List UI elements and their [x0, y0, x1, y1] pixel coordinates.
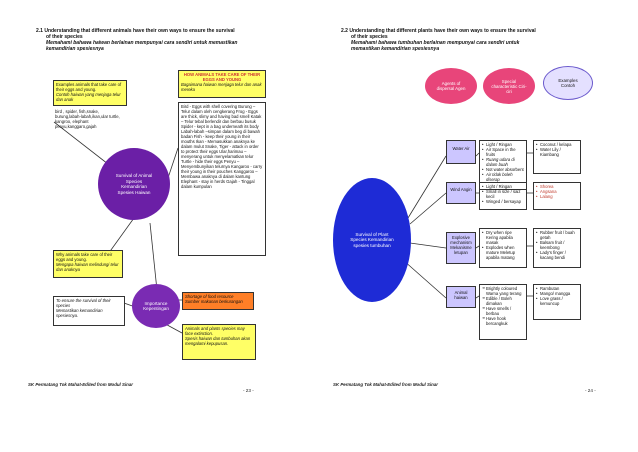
right-footer: SK Permatang Tok Mahat-Edited from Modul… — [333, 382, 438, 387]
ensure-box-text: To ensure the survival of their species — [56, 298, 111, 308]
animal-example-1: Rambutan — [536, 286, 578, 291]
explosive-label-box: Explosive mechanism Mekanisme letupan — [446, 232, 476, 264]
examples-oval: Examples Contoh — [543, 66, 593, 100]
explosive-example-1: Rubber fruit / buah getah — [536, 230, 578, 240]
how-box-title: HOW ANIMALS TAKE CARE OF THEIR EGGS AND … — [183, 72, 261, 82]
water-example-2: Water Lily / Kiambang — [536, 147, 578, 157]
animal-char-3: Have smells / berbau — [482, 306, 524, 316]
importance-label: Importance Kepentingan — [143, 300, 169, 312]
water-char-3: Ruang udara di dalam buah — [482, 157, 524, 167]
right-heading-line3: Memahami bahawa tumbuhan berlainan mempu… — [351, 40, 520, 46]
special-oval: Special characteristic Ciri-ciri — [483, 68, 535, 104]
wind-chars-box: Light / Ringan Small in size / saiz keci… — [479, 182, 527, 210]
right-connector-lines — [402, 152, 533, 299]
survival-animal-label: Survival of Animal Species Kemandirian S… — [115, 173, 153, 195]
animal-char-1: Brightly coloured Warna yang terang — [482, 286, 524, 296]
shortage-box: Shortage of food resource Sumber makanan… — [182, 292, 254, 310]
left-footer: SK Permatang Tok Mahat-Edited from Modul… — [28, 382, 133, 387]
survival-animal-circle: Survival of Animal Species Kemandirian S… — [98, 148, 170, 220]
extinction-box-malay: Spesis haiwan dan tumbuhan akan mengalam… — [185, 336, 251, 346]
water-char-2: Air Space in the fruits — [482, 147, 524, 157]
water-char-4: Not water absorbent — [482, 167, 524, 172]
explosive-chars-box: Dry when ripe Kering apabila masak Explo… — [479, 228, 527, 268]
water-char-1: Light / Ringan — [482, 142, 524, 147]
right-page-number: - 24 - — [585, 388, 596, 393]
water-examples-box: Coconut / kelapa Water Lily / Kiambang — [533, 140, 581, 174]
examples-oval-label: Examples Contoh — [558, 78, 578, 88]
how-list: Bird - Eggs with shell covering Burung –… — [178, 102, 266, 256]
left-heading-line1: 2.1 Understanding that different animals… — [36, 28, 235, 34]
animal-example-2: Mango/ mangga — [536, 291, 578, 296]
right-heading-line4: memastikan kemandirian spesiesnya — [351, 46, 440, 52]
wind-char-1: Light / Ringan — [482, 184, 524, 189]
explosive-char-1: Dry when ripe Kering apabila masak — [482, 230, 524, 245]
extinction-box: Animals and plants species may face exti… — [182, 324, 256, 360]
water-label-box: Water Air — [446, 140, 476, 164]
wind-char-3: Winged / bersayap — [482, 199, 524, 204]
special-oval-label: Special characteristic Ciri-ciri — [491, 78, 527, 94]
left-page: 2.1 Understanding that different animals… — [28, 28, 318, 408]
shortage-box-text: Shortage of food resource — [185, 294, 234, 299]
examples-box-text: Examples animals that take care of their… — [56, 82, 122, 92]
right-page: 2.2 Understanding that different plants … — [333, 28, 623, 408]
left-heading-line2: of their species — [46, 34, 83, 40]
survival-plant-circle: Survival of Plant Species Kemandirian sp… — [333, 178, 411, 302]
animal-chars-box: Brightly coloured Warna yang terang Edib… — [479, 284, 527, 340]
examples-list: bird , spider, fish,snake, burung,labah-… — [55, 109, 120, 129]
importance-circle: Importance Kepentingan — [132, 284, 180, 328]
how-box: HOW ANIMALS TAKE CARE OF THEIR EGGS AND … — [178, 70, 266, 98]
why-box-malay: Mengapa haiwan melindungi telur dan anak… — [56, 262, 119, 272]
wind-label-box: Wind Angin — [446, 182, 476, 204]
survival-plant-label: Survival of Plant Species Kemandirian sp… — [350, 231, 394, 248]
left-page-number: - 23 - — [243, 388, 254, 393]
ensure-box: To ensure the survival of their species … — [53, 296, 125, 326]
examples-box-malay: Contoh haiwan yang menjaga telur dan ana… — [56, 92, 121, 102]
shortage-box-malay: Sumber makanan berkurangan — [185, 299, 243, 304]
left-heading-line3: Memahami bahawa haiwan berlainan mempuny… — [46, 40, 238, 46]
extinction-box-text: Animals and plants species may face exti… — [185, 326, 245, 336]
wind-char-2: Small in size / saiz kecil — [482, 189, 524, 199]
why-box-text: Why animals take care of their eggs and … — [56, 252, 113, 262]
explosive-example-2: Balsam fruit / keembong — [536, 240, 578, 250]
water-example-1: Coconut / kelapa — [536, 142, 578, 147]
examples-box: Examples animals that take care of their… — [53, 80, 127, 106]
right-heading-line1: 2.2 Understanding that different plants … — [341, 28, 536, 34]
animal-char-4: Have hook bercangkuk — [482, 316, 524, 326]
animal-examples-box: Rambutan Mango/ mangga Love grass / kemu… — [533, 284, 581, 320]
wind-example-1: Shorea — [536, 184, 578, 189]
agents-oval: Agents of dispersal Agen — [425, 68, 477, 104]
wind-example-3: Lalang — [536, 194, 578, 199]
wind-examples-box: Shorea Angsana Lalang — [533, 182, 581, 210]
how-box-subtitle: Bagaimana haiwan menjaga telur dan anak … — [181, 82, 262, 92]
explosive-examples-box: Rubber fruit / buah getah Balsam fruit /… — [533, 228, 581, 268]
animal-label-box: Animal haiwan — [446, 286, 476, 308]
agents-oval-label: Agents of dispersal Agen — [436, 81, 466, 91]
wind-example-2: Angsana — [536, 189, 578, 194]
why-box: Why animals take care of their eggs and … — [53, 250, 123, 278]
left-heading: 2.1 Understanding that different animals… — [36, 28, 306, 52]
explosive-char-2: Explodes when mature Meletup apabila mat… — [482, 245, 524, 260]
animal-char-2: Edible / Boleh dimakan — [482, 296, 524, 306]
ensure-box-malay: Memastikan kemandirian spesiesnya. — [56, 308, 103, 318]
explosive-example-3: Lady's finger / kacang bendi — [536, 250, 578, 260]
left-heading-line4: kemandirian spesiesnya — [46, 46, 104, 52]
water-char-5: Air tidak boleh diserap — [482, 172, 524, 182]
right-heading: 2.2 Understanding that different plants … — [341, 28, 611, 52]
right-heading-line2: of their species — [351, 34, 388, 40]
animal-example-3: Love grass / kemuncup — [536, 296, 578, 306]
